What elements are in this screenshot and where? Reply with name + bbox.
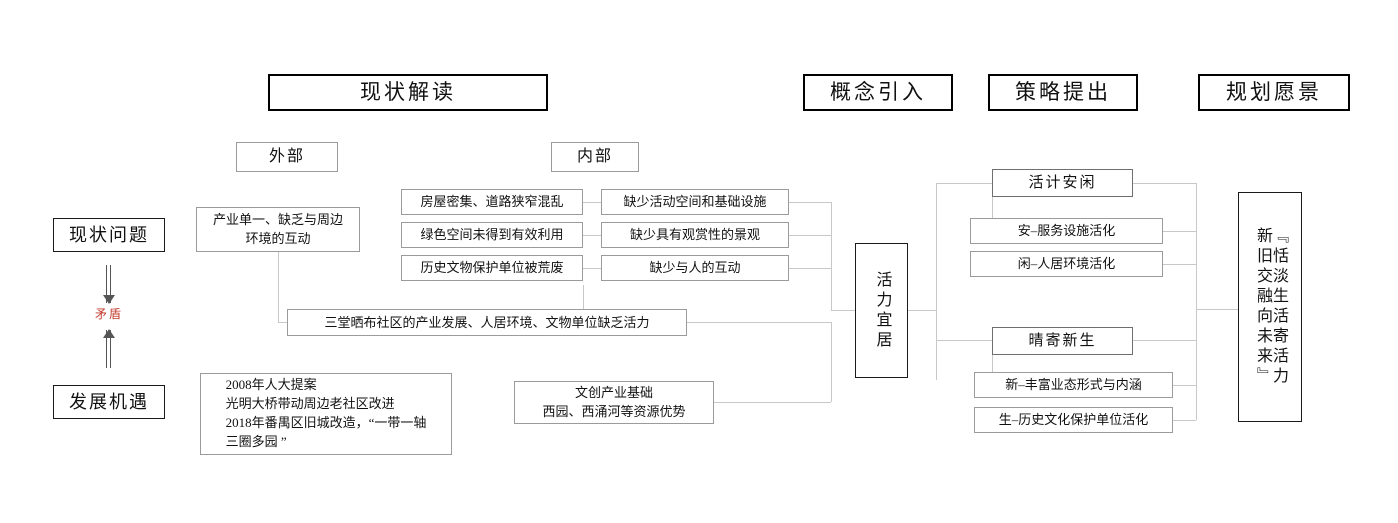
box-vision: 新旧交融向未来』 『恬淡生活寄活力 [1238, 192, 1302, 422]
strategy-item-label: 闲–人居环境活化 [1017, 256, 1116, 272]
box-opportunity-resource: 文创产业基础 西园、西涌河等资源优势 [514, 381, 714, 424]
problem-label: 缺少具有观赏性的景观 [629, 227, 760, 243]
label-internal: 内部 [551, 142, 639, 172]
connector-leisure-items [992, 183, 993, 231]
label-external: 外部 [236, 142, 338, 172]
box-problem-green: 绿色空间未得到有效利用 [401, 222, 583, 248]
box-concept-vitality: 活力宜居 [855, 243, 908, 378]
connector-external-down [278, 244, 279, 322]
connector-right2 [789, 235, 831, 236]
arrow-up-icon [103, 329, 115, 368]
connector-rebirth-items [992, 340, 993, 385]
problem-label: 缺少与人的互动 [649, 260, 741, 276]
phase-header-strategy: 策略提出 [988, 74, 1138, 111]
connector-summary-right [687, 322, 831, 323]
node-current-problem: 现状问题 [53, 218, 165, 252]
connector-vision-bracket [1196, 183, 1197, 420]
box-problem-space: 缺少活动空间和基础设施 [601, 189, 789, 215]
vision-column-right: 『恬淡生活寄活力 [1270, 227, 1287, 387]
node-label: 发展机遇 [69, 391, 149, 412]
problem-label: 历史文物保护单位被荒废 [420, 260, 564, 276]
connector-sheng-right [1173, 420, 1196, 421]
opportunity-policy-text: 2008年人大提案 光明大桥带动周边老社区改进 2018年番禺区旧城改造，“一带… [225, 377, 427, 449]
connector-right3 [789, 268, 831, 269]
connector-right-to-concept [831, 310, 855, 311]
strategy-title: 活计安闲 [1028, 174, 1097, 191]
box-strategy-rebirth-title: 晴寄新生 [992, 327, 1133, 355]
strategy-item-label: 生–历史文化保护单位活化 [998, 412, 1149, 428]
connector-to-leisure [936, 183, 992, 184]
label-text: 外部 [268, 148, 305, 166]
box-problem-housing: 房屋密集、道路狭窄混乱 [401, 189, 583, 215]
connector-right-bracket [831, 202, 832, 310]
connector-opportunity-up [831, 322, 832, 402]
phase-label: 规划愿景 [1226, 80, 1322, 105]
box-problem-landscape: 缺少具有观赏性的景观 [601, 222, 789, 248]
problem-label: 绿色空间未得到有效利用 [420, 227, 564, 243]
node-label: 现状问题 [69, 224, 149, 245]
label-text: 内部 [576, 148, 613, 166]
connector-row1 [583, 202, 601, 203]
relation-label: 矛盾 [95, 307, 124, 321]
phase-header-vision: 规划愿景 [1198, 74, 1350, 111]
phase-label: 概念引入 [830, 80, 926, 105]
concept-label: 活力宜居 [873, 270, 891, 351]
connector-xin-right [1173, 385, 1196, 386]
strategy-item-label: 新–丰富业态形式与内涵 [1005, 377, 1142, 393]
connector-xian-right [1163, 264, 1196, 265]
box-strategy-xian: 闲–人居环境活化 [970, 251, 1163, 277]
problem-label: 房屋密集、道路狭窄混乱 [420, 194, 564, 210]
connector-resource-right [714, 402, 831, 403]
problem-label: 缺少活动空间和基础设施 [623, 194, 767, 210]
connector-right1 [789, 202, 831, 203]
box-strategy-sheng: 生–历史文化保护单位活化 [974, 407, 1173, 433]
node-development-opportunity: 发展机遇 [53, 385, 165, 419]
connector-concept-out [908, 310, 936, 311]
connector-leisure-right [1133, 183, 1196, 184]
external-problem-text: 产业单一、缺乏与周边 环境的互动 [212, 211, 343, 246]
summary-text: 三堂晒布社区的产业发展、人居环境、文物单位缺乏活力 [324, 314, 650, 330]
box-strategy-xin: 新–丰富业态形式与内涵 [974, 372, 1173, 398]
connector-internalleft-down [583, 285, 584, 322]
phase-label: 现状解读 [360, 80, 456, 105]
box-strategy-leisure-title: 活计安闲 [992, 169, 1133, 197]
box-strategy-an: 安–服务设施活化 [970, 218, 1163, 244]
phase-header-concept: 概念引入 [803, 74, 953, 111]
box-opportunity-policy: 2008年人大提案 光明大桥带动周边老社区改进 2018年番禺区旧城改造，“一带… [200, 373, 452, 455]
connector-strategy-bracket [936, 183, 937, 380]
opportunity-resource-text: 文创产业基础 西园、西涌河等资源优势 [542, 384, 686, 419]
arrow-down-icon [103, 265, 115, 304]
box-problem-heritage: 历史文物保护单位被荒废 [401, 255, 583, 281]
connector-row2 [583, 235, 601, 236]
phase-header-status: 现状解读 [268, 74, 548, 111]
vision-column-left: 新旧交融向未来』 [1254, 227, 1271, 387]
box-external-problem: 产业单一、缺乏与周边 环境的互动 [196, 207, 360, 252]
connector-to-vision [1196, 309, 1238, 310]
strategy-item-label: 安–服务设施活化 [1017, 223, 1116, 239]
connector-rebirth-right [1133, 340, 1196, 341]
connector-row3 [583, 268, 601, 269]
strategy-title: 晴寄新生 [1028, 332, 1097, 349]
connector-an-right [1163, 231, 1196, 232]
box-problem-interaction: 缺少与人的互动 [601, 255, 789, 281]
phase-label: 策略提出 [1015, 80, 1111, 105]
connector-to-rebirth [936, 340, 992, 341]
box-summary-problem: 三堂晒布社区的产业发展、人居环境、文物单位缺乏活力 [287, 309, 687, 336]
